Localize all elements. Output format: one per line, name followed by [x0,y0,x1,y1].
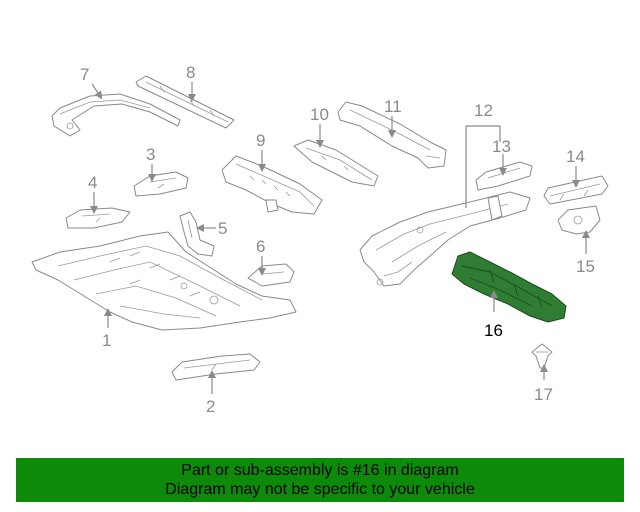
part-10 [293,139,379,187]
callout-16[interactable]: 16 [484,321,503,340]
part-16-highlighted[interactable] [451,251,567,323]
callout-13[interactable]: 13 [492,137,511,156]
part-2 [171,353,261,381]
part-15 [557,205,601,235]
callout-9[interactable]: 9 [256,131,265,150]
callout-15[interactable]: 15 [576,257,595,276]
part-6 [247,263,295,287]
part-14 [543,175,609,205]
callout-8[interactable]: 8 [186,63,195,82]
callout-2[interactable]: 2 [206,397,215,416]
callout-3[interactable]: 3 [146,145,155,164]
info-banner: Part or sub-assembly is #16 in diagram D… [16,458,624,502]
part-17 [531,343,553,369]
callout-17[interactable]: 17 [534,385,553,404]
part-1 [31,231,297,331]
callout-5[interactable]: 5 [218,219,227,238]
callout-12[interactable]: 12 [474,101,493,120]
part-5 [179,211,215,257]
leader-lines [90,82,590,394]
parts-diagram: 7 8 3 4 9 10 11 12 13 14 5 6 15 16 1 17 … [31,63,609,416]
part-13 [475,161,533,191]
callout-6[interactable]: 6 [256,237,265,256]
callout-4[interactable]: 4 [88,173,97,192]
callout-7[interactable]: 7 [80,65,89,84]
part-3 [133,171,189,197]
banner-line-2: Diagram may not be specific to your vehi… [165,481,475,498]
part-9 [221,155,323,215]
callout-14[interactable]: 14 [566,147,585,166]
callout-10[interactable]: 10 [310,105,329,124]
part-8 [135,75,235,129]
banner-line-1: Part or sub-assembly is #16 in diagram [181,462,459,479]
callout-1[interactable]: 1 [102,331,111,350]
part-4 [65,207,131,229]
callouts: 7 8 3 4 9 10 11 12 13 14 5 6 15 16 1 17 … [80,63,595,416]
callout-11[interactable]: 11 [384,97,402,116]
part-12 [359,191,531,287]
part-7 [51,93,181,137]
